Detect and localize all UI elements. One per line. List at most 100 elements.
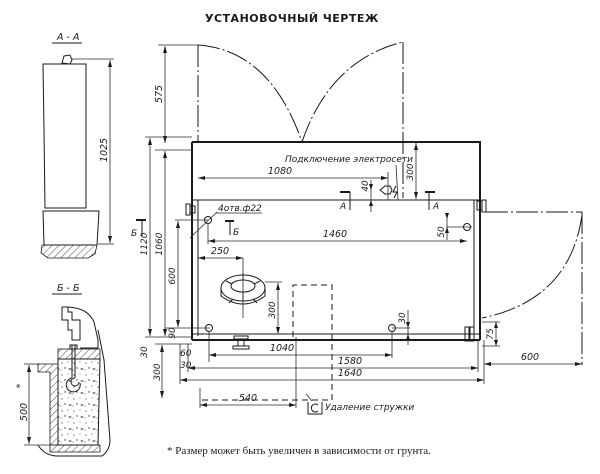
dim-1580: 1580 bbox=[338, 356, 362, 367]
dim-250: 250 bbox=[211, 246, 229, 257]
dim-1060: 1060 bbox=[155, 232, 165, 255]
arrow bbox=[381, 176, 388, 180]
section-b-b: Б - Б 500 * bbox=[15, 283, 111, 457]
dim-1120: 1120 bbox=[140, 232, 150, 255]
arrow bbox=[200, 403, 207, 407]
arrow bbox=[289, 403, 296, 407]
dim-30-right: 30 bbox=[398, 312, 408, 324]
arrow bbox=[198, 256, 205, 260]
arrow bbox=[276, 283, 280, 290]
arrow bbox=[276, 327, 280, 334]
ground-hatch-left bbox=[37, 363, 59, 446]
dim-1640: 1640 bbox=[338, 368, 362, 379]
power-connection-label: Подключение электросети bbox=[285, 155, 413, 165]
section-a-a: А - А 1025 bbox=[40, 32, 114, 259]
dim-540: 540 bbox=[239, 393, 257, 404]
chip-removal-label: Удаление стружки bbox=[325, 403, 414, 413]
arrow bbox=[176, 221, 180, 228]
drawing-title: УСТАНОВОЧНЫЙ ЧЕРТЕЖ bbox=[205, 12, 379, 25]
leader-line bbox=[395, 164, 399, 201]
dim-1040: 1040 bbox=[270, 343, 294, 354]
dim-50: 50 bbox=[437, 226, 447, 238]
section-b-letter: Б bbox=[233, 228, 239, 238]
arrow bbox=[575, 362, 582, 366]
arrow bbox=[414, 192, 418, 199]
arrow bbox=[236, 256, 243, 260]
door-swing-arc-left bbox=[197, 44, 303, 143]
arrow bbox=[414, 143, 418, 150]
electric-symbol-icon bbox=[392, 185, 398, 199]
arrow bbox=[188, 366, 195, 370]
dim-500: 500 bbox=[19, 403, 30, 421]
arrow bbox=[148, 329, 152, 336]
concrete-foundation bbox=[57, 358, 101, 446]
arrow bbox=[27, 437, 31, 444]
chip-bin-icon bbox=[307, 402, 323, 415]
arrow bbox=[445, 213, 449, 219]
section-a-a-label: А - А bbox=[56, 32, 79, 43]
arrow bbox=[471, 366, 478, 370]
ground-hatch-bottom bbox=[49, 444, 101, 453]
footnote: * Размер может быть увеличен в зависимос… bbox=[167, 445, 431, 457]
cabinet-base bbox=[42, 210, 100, 246]
arrow bbox=[148, 138, 152, 145]
arrow bbox=[163, 151, 167, 158]
arrow bbox=[176, 320, 180, 327]
dim-asterisk: * bbox=[15, 383, 26, 388]
dim-1025: 1025 bbox=[99, 138, 110, 162]
holes-label: 4отв.ф22 bbox=[218, 204, 262, 214]
section-marker-a-right: А bbox=[425, 191, 439, 212]
arrow bbox=[445, 227, 449, 233]
cabinet-upper bbox=[42, 63, 87, 209]
machine-housing-curve bbox=[67, 306, 99, 349]
dim-90: 90 bbox=[168, 327, 178, 339]
section-marker-b-outer: Б bbox=[131, 219, 146, 239]
arrow bbox=[494, 340, 498, 346]
power-connector-icon bbox=[379, 185, 393, 195]
arrow bbox=[108, 236, 112, 243]
foot-right bbox=[464, 326, 475, 342]
foot-left bbox=[232, 335, 250, 350]
dim-600-right: 600 bbox=[521, 352, 539, 363]
section-b-letter: Б bbox=[131, 229, 137, 239]
hinge-left bbox=[185, 203, 196, 216]
arrow bbox=[484, 362, 491, 366]
arrow bbox=[27, 365, 31, 372]
arrow bbox=[163, 329, 167, 336]
dim-60: 60 bbox=[180, 349, 192, 359]
arrow bbox=[180, 378, 187, 382]
arrow bbox=[163, 46, 167, 53]
plan-view: 575 1080 Подключение электросети 40 30 bbox=[131, 41, 583, 415]
foundation-hatch bbox=[40, 244, 98, 259]
arrow bbox=[494, 322, 498, 328]
dim-300-top: 300 bbox=[406, 163, 416, 180]
arrow bbox=[198, 176, 205, 180]
excavation-outline bbox=[37, 329, 111, 457]
arrow bbox=[406, 334, 410, 340]
dim-1460: 1460 bbox=[323, 229, 347, 240]
section-marker-b-inner: Б bbox=[225, 220, 239, 238]
chip-tray-outline bbox=[200, 284, 333, 401]
arrow bbox=[406, 322, 410, 328]
arrow bbox=[108, 60, 112, 67]
section-a-letter: А bbox=[432, 202, 439, 212]
arrow bbox=[160, 345, 164, 352]
dim-600-left: 600 bbox=[168, 267, 178, 284]
dim-300-left: 300 bbox=[153, 363, 163, 380]
dim-1080: 1080 bbox=[268, 166, 292, 177]
dim-30-left: 30 bbox=[140, 346, 150, 358]
leader-line bbox=[305, 393, 313, 402]
dim-575: 575 bbox=[154, 85, 165, 103]
machine-profile bbox=[61, 306, 81, 341]
handle-knob bbox=[61, 54, 73, 65]
section-marker-a-left: А bbox=[339, 191, 351, 212]
section-b-b-label: Б - Б bbox=[57, 283, 80, 294]
arrow bbox=[369, 184, 373, 190]
anchor-nut bbox=[69, 344, 78, 350]
dim-30-b: 30 bbox=[180, 361, 192, 371]
arrow bbox=[160, 391, 164, 398]
arrow bbox=[385, 353, 392, 357]
bearing-plate bbox=[57, 348, 101, 360]
